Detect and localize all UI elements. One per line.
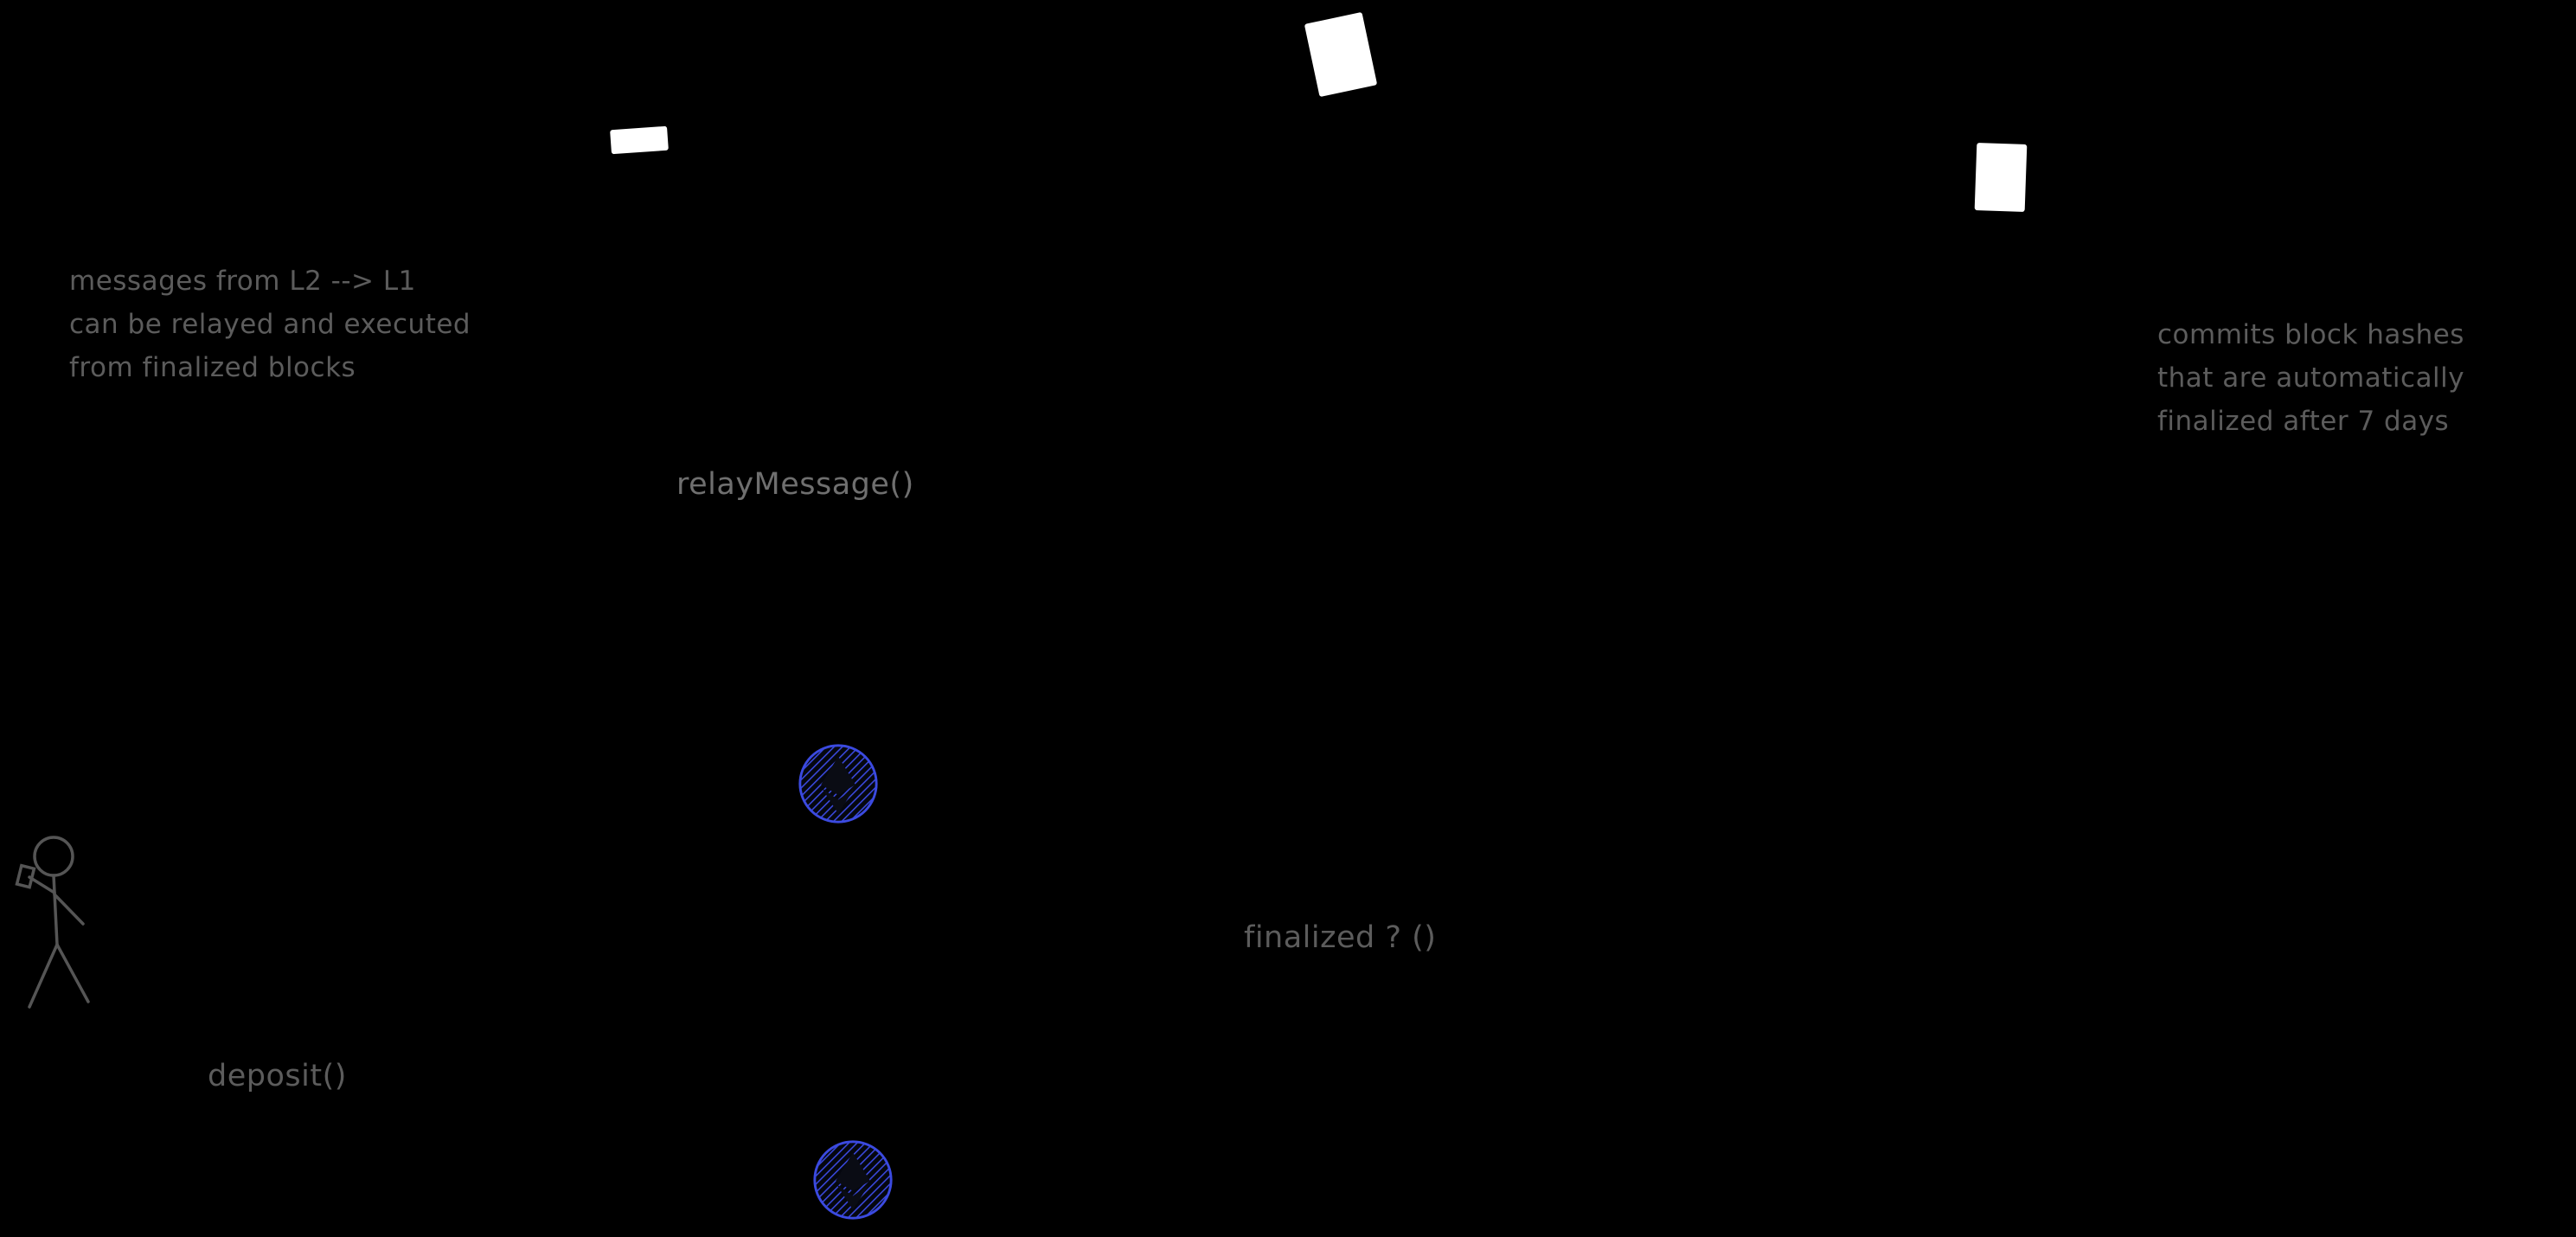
eth-coin-icon-bottom bbox=[813, 1140, 893, 1220]
document-icon-tilted bbox=[1304, 11, 1378, 98]
commit-note-text: commits block hashes that are automatica… bbox=[2157, 319, 2465, 437]
document-icon-right bbox=[1974, 143, 2028, 212]
document-icon-small bbox=[610, 125, 669, 155]
deposit-label: deposit() bbox=[208, 1059, 347, 1093]
person-stick-figure-icon bbox=[15, 836, 90, 1009]
relay-message-label: relayMessage() bbox=[676, 467, 914, 502]
finalized-check-label: finalized ? () bbox=[1244, 920, 1437, 955]
relay-note-text: messages from L2 --> L1 can be relayed a… bbox=[69, 266, 471, 383]
eth-coin-icon-top bbox=[798, 744, 878, 824]
